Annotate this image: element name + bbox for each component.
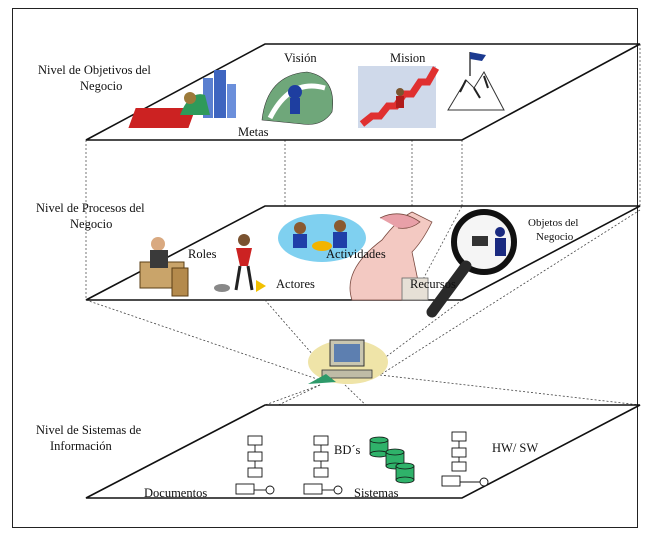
computer-icon [308, 339, 388, 384]
level-objetivos-line1: Nivel de Objetivos del [38, 63, 151, 77]
roles-icon [139, 237, 189, 297]
actividades-icon [278, 214, 366, 262]
diagram-frame [12, 8, 638, 528]
label-metas: Metas [238, 125, 269, 139]
label-objetos-line2: Negocio [536, 231, 574, 243]
metas-icon [128, 70, 236, 128]
label-actores: Actores [276, 277, 315, 291]
flowchart-icon-1 [235, 435, 275, 495]
mountain-flag-icon [447, 52, 505, 111]
recursos-icon [349, 211, 433, 301]
flowchart-icon-2 [303, 435, 343, 495]
label-bds: BD´s [334, 443, 361, 457]
plane-sistemas [85, 404, 641, 499]
level-sistemas-line2: Información [50, 439, 113, 453]
level-objetivos-line2: Negocio [80, 79, 122, 93]
flowchart-icon-3 [441, 431, 489, 487]
label-hwsw: HW/ SW [492, 441, 538, 455]
level-procesos-line1: Nivel de Procesos del [36, 201, 145, 215]
label-documentos: Documentos [144, 486, 207, 500]
level-procesos-line2: Negocio [70, 217, 112, 231]
level-sistemas-line1: Nivel de Sistemas de [36, 423, 142, 437]
label-recursos: Recursos [410, 277, 456, 291]
label-vision: Visión [284, 51, 317, 65]
database-icon [369, 436, 415, 484]
mision-icon [358, 66, 440, 128]
actors-icon [214, 234, 266, 292]
label-objetos-line1: Objetos del [528, 217, 578, 229]
label-mision: Mision [390, 51, 426, 65]
vision-icon [261, 71, 334, 125]
label-sistemas: Sistemas [354, 486, 399, 500]
label-roles: Roles [188, 247, 217, 261]
label-actividades: Actividades [326, 247, 386, 261]
magnifier-icon [426, 209, 517, 318]
